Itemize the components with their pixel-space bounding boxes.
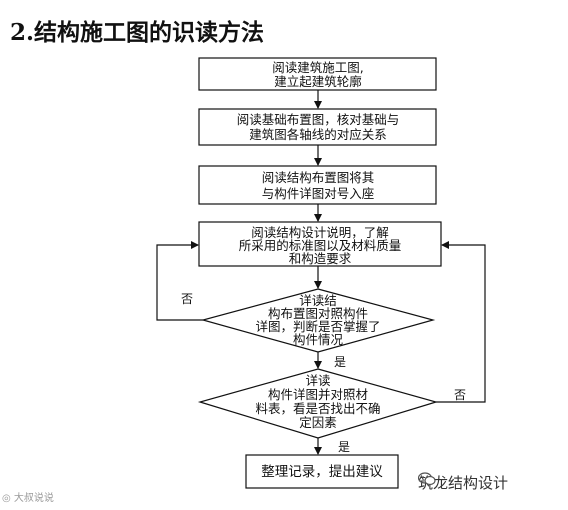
node-n2-line-2: 建筑图各轴线的对应关系 [249, 127, 387, 142]
node-n3-line-2: 与构件详图对号入座 [262, 186, 375, 201]
node-d1-line-2: 构布置图对照构件 [268, 306, 368, 321]
node-d1-line-4: 构件情况 [293, 332, 344, 347]
node-d2-line-1: 详读 [305, 373, 330, 388]
edge-label-d1-d2: 是 [334, 355, 346, 369]
node-d2 [197, 368, 439, 439]
node-n1 [198, 57, 437, 91]
edge-label-d2-n4: 否 [454, 388, 466, 402]
node-n5 [245, 454, 399, 489]
watermark-left-text: 大叔说说 [13, 493, 54, 504]
node-n3-line-1: 阅读结构布置图将其 [262, 170, 375, 185]
edge-d1-n4-no [156, 241, 203, 321]
watermark-right-text: 筑龙结构设计 [418, 474, 509, 492]
page-title: 2.结构施工图的识读方法 [10, 19, 265, 46]
node-n1-line-2: 建立起建筑轮廓 [274, 74, 362, 89]
node-n4-line-2: 所采用的标准图以及材料质量 [239, 238, 402, 253]
node-d2-line-3: 料表，看是否找出不确 [255, 401, 380, 416]
node-d1 [200, 288, 436, 353]
node-n2 [198, 108, 437, 146]
wechat-icon [418, 472, 436, 486]
node-d1-line-1: 详读结 [299, 293, 337, 308]
weibo-icon: ◎ [2, 493, 11, 504]
node-n4 [198, 221, 442, 267]
watermark-right: 筑龙结构设计 [418, 472, 508, 493]
watermark-left: ◎ 大叔说说 [2, 489, 54, 504]
node-n4-line-3: 和构造要求 [289, 251, 352, 266]
node-d2-line-4: 定因素 [299, 415, 337, 430]
node-n2-line-1: 阅读基础布置图，核对基础与 [237, 112, 400, 127]
edge-label-d2-n5: 是 [338, 440, 350, 454]
node-n5-line-1: 整理记录，提出建议 [261, 464, 383, 480]
node-n4-line-1: 阅读结构设计说明，了解 [251, 225, 389, 240]
edge-d2-n4-no [436, 241, 486, 403]
node-d1-line-3: 详图，判断是否掌握了 [255, 319, 380, 334]
node-d2-line-2: 构件详图并对照材 [268, 387, 368, 402]
node-n3 [198, 165, 437, 205]
edge-label-d1-n4: 否 [181, 292, 193, 306]
node-n1-line-1: 阅读建筑施工图, [272, 60, 363, 75]
